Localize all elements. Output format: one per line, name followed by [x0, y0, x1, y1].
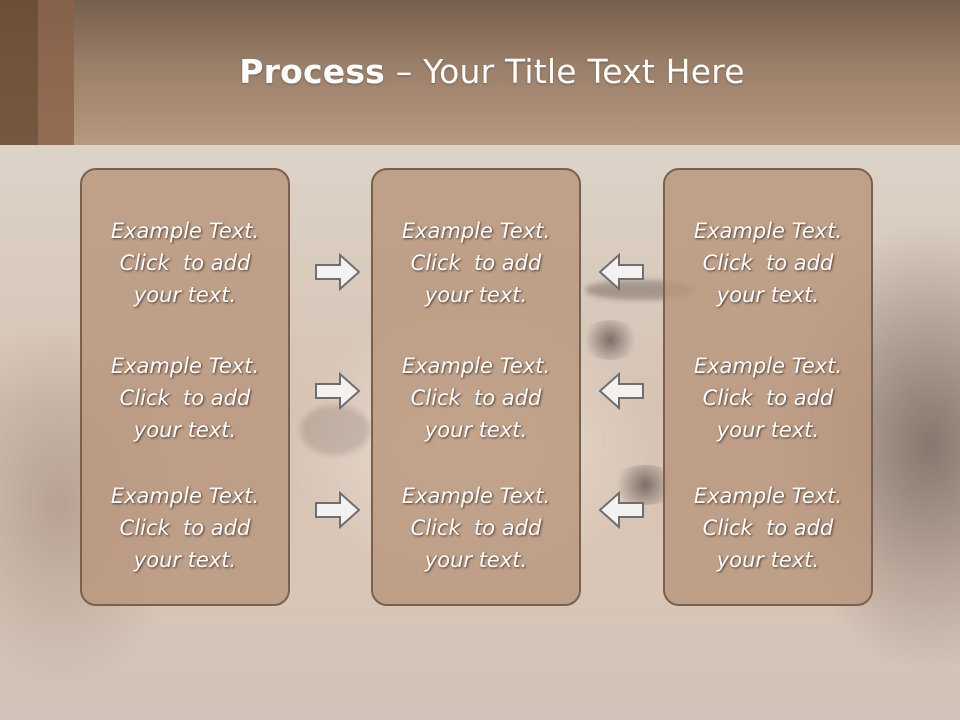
text-line: Click to add — [119, 516, 251, 540]
text-placeholder[interactable]: Example Text. Click to add your text. — [373, 215, 579, 311]
title-bar: Process – Your Title Text Here — [0, 0, 960, 145]
text-line: Click to add — [410, 386, 542, 410]
text-line: your text. — [424, 418, 528, 442]
arrow-right-icon[interactable] — [314, 490, 362, 530]
text-line: your text. — [716, 548, 820, 572]
header-accent-stripe — [38, 0, 74, 145]
text-line: Example Text. — [110, 219, 260, 243]
process-box-left[interactable]: Example Text. Click to add your text. Ex… — [80, 168, 290, 606]
arrow-left-icon[interactable] — [597, 371, 645, 411]
text-line: Click to add — [410, 251, 542, 275]
text-line: Example Text. — [110, 484, 260, 508]
text-placeholder[interactable]: Example Text. Click to add your text. — [665, 480, 871, 576]
text-line: Example Text. — [401, 484, 551, 508]
text-line: Example Text. — [401, 354, 551, 378]
text-placeholder[interactable]: Example Text. Click to add your text. — [373, 480, 579, 576]
text-placeholder[interactable]: Example Text. Click to add your text. — [82, 480, 288, 576]
slide-title-rest: – Your Title Text Here — [385, 52, 745, 91]
text-placeholder[interactable]: Example Text. Click to add your text. — [82, 350, 288, 446]
text-line: your text. — [133, 548, 237, 572]
text-line: Example Text. — [693, 219, 843, 243]
text-line: Click to add — [702, 251, 834, 275]
text-line: your text. — [424, 548, 528, 572]
text-line: Example Text. — [693, 354, 843, 378]
header-accent-stripe — [0, 0, 38, 145]
text-line: Click to add — [119, 386, 251, 410]
text-placeholder[interactable]: Example Text. Click to add your text. — [82, 215, 288, 311]
text-line: Example Text. — [693, 484, 843, 508]
text-line: your text. — [133, 418, 237, 442]
text-line: your text. — [424, 283, 528, 307]
eye-shape — [580, 320, 640, 360]
slide-title-bold: Process — [239, 52, 386, 91]
process-box-right[interactable]: Example Text. Click to add your text. Ex… — [663, 168, 873, 606]
slide-title[interactable]: Process – Your Title Text Here — [0, 52, 960, 91]
text-line: Example Text. — [401, 219, 551, 243]
text-placeholder[interactable]: Example Text. Click to add your text. — [665, 350, 871, 446]
text-line: your text. — [133, 283, 237, 307]
text-line: Click to add — [702, 386, 834, 410]
text-line: your text. — [716, 283, 820, 307]
text-placeholder[interactable]: Example Text. Click to add your text. — [373, 350, 579, 446]
arrow-right-icon[interactable] — [314, 371, 362, 411]
arrow-left-icon[interactable] — [597, 252, 645, 292]
arrow-left-icon[interactable] — [597, 490, 645, 530]
text-line: your text. — [716, 418, 820, 442]
process-box-center[interactable]: Example Text. Click to add your text. Ex… — [371, 168, 581, 606]
text-line: Click to add — [119, 251, 251, 275]
arrow-right-icon[interactable] — [314, 252, 362, 292]
text-line: Example Text. — [110, 354, 260, 378]
text-line: Click to add — [410, 516, 542, 540]
text-placeholder[interactable]: Example Text. Click to add your text. — [665, 215, 871, 311]
eyebrow-shape — [300, 405, 370, 455]
text-line: Click to add — [702, 516, 834, 540]
